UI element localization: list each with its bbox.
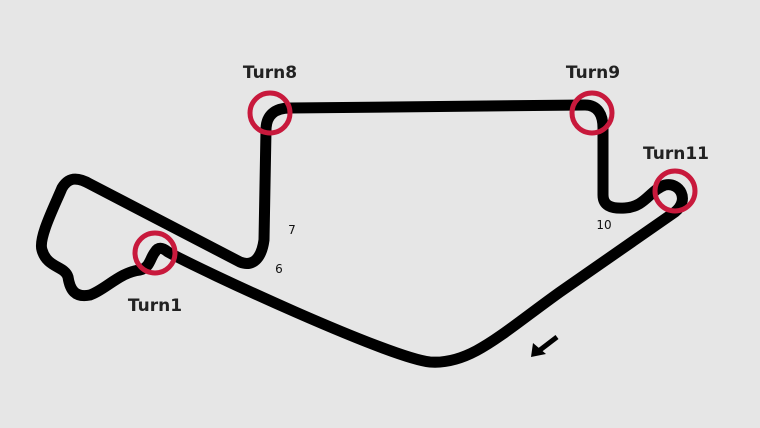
turn-1-label: Turn1 xyxy=(128,296,182,316)
turn-8-marker: Turn8 xyxy=(243,63,297,136)
turn-9-label: Turn9 xyxy=(566,63,620,83)
turn-9-circle xyxy=(569,90,615,136)
turn-9-marker: Turn9 xyxy=(566,63,620,136)
track-layout xyxy=(35,99,688,368)
turn-11-marker: Turn11 xyxy=(643,144,709,214)
turn-11-label: Turn11 xyxy=(643,144,709,164)
corner-7-label: 7 xyxy=(288,223,296,237)
turn-1-marker: Turn1 xyxy=(128,230,182,316)
arrow-down-left-icon xyxy=(531,335,559,357)
turn-1-circle xyxy=(132,230,178,276)
turn-8-circle xyxy=(247,90,293,136)
turn-8-label: Turn8 xyxy=(243,63,297,83)
corner-6-label: 6 xyxy=(275,262,283,276)
turn-11-circle xyxy=(652,168,698,214)
corner-10-label: 10 xyxy=(596,218,611,232)
